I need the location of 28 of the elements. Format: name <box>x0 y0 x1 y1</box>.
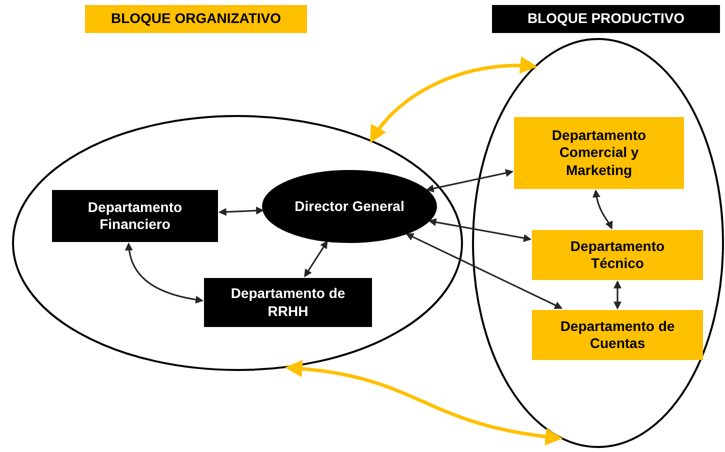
double-arrow <box>125 242 204 304</box>
box-label: Departamento Comercial y Marketing <box>550 126 648 180</box>
box-label: Departamento Financiero <box>86 198 184 234</box>
block-ellipse <box>472 38 724 448</box>
double-arrow <box>370 56 538 144</box>
box-label: BLOQUE PRODUCTIVO <box>526 10 686 28</box>
block-ellipse <box>12 115 463 371</box>
box-label: BLOQUE ORGANIZATIVO <box>110 10 282 28</box>
box-label: Departamento de RRHH <box>230 285 346 320</box>
department-box <box>204 278 372 327</box>
double-arrow <box>218 206 264 216</box>
double-arrow <box>614 280 622 310</box>
box-label: Departamento de Cuentas <box>559 318 676 352</box>
department-box <box>52 190 218 242</box>
double-arrow <box>426 169 514 192</box>
double-arrow <box>592 189 612 230</box>
block-heading <box>492 5 720 33</box>
director-ellipse <box>262 170 437 243</box>
department-box <box>514 117 684 189</box>
department-box <box>532 230 703 280</box>
double-arrow <box>284 360 563 446</box>
double-arrow <box>304 240 328 278</box>
box-label: Departamento Técnico <box>569 238 666 272</box>
block-heading <box>85 5 307 33</box>
double-arrow <box>428 218 532 242</box>
box-label: Director General <box>294 198 406 216</box>
department-box <box>532 310 703 360</box>
double-arrow <box>406 233 563 309</box>
